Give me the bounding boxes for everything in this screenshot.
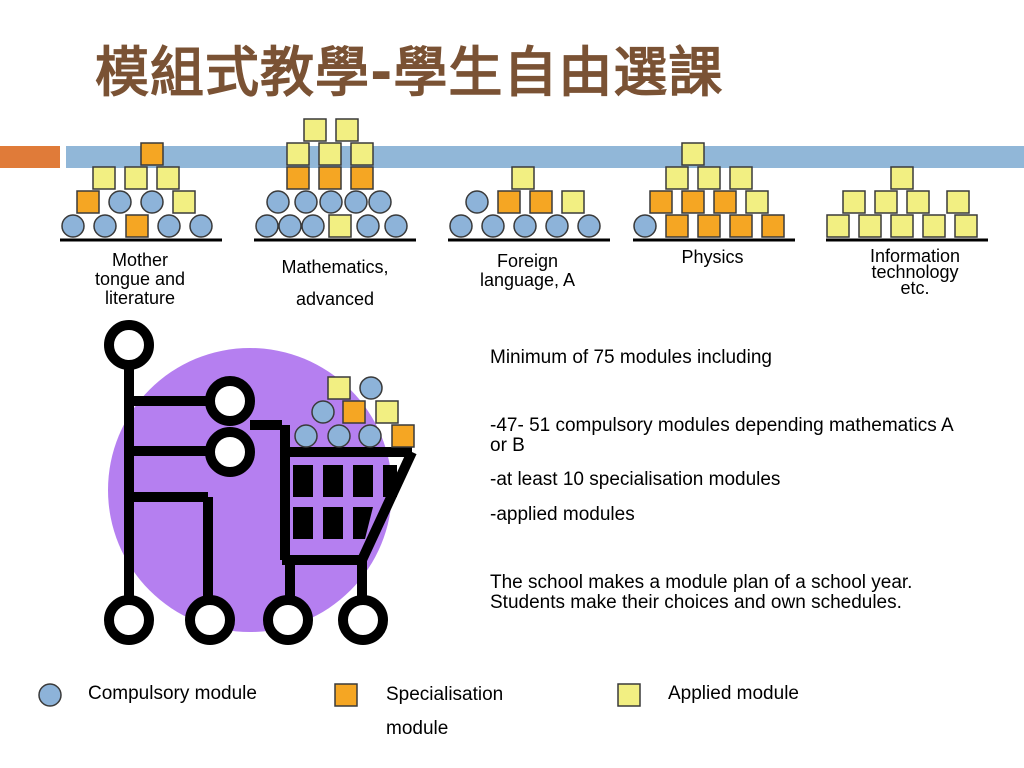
legend-applied-icon	[617, 683, 641, 707]
information-technology-applied-module	[954, 214, 978, 238]
physics-applied-module	[729, 166, 753, 190]
mother-tongue-compulsory-module	[157, 214, 181, 238]
mathematics-compulsory-module	[344, 190, 368, 214]
information-technology-applied-module	[890, 166, 914, 190]
mathematics-specialisation-module	[286, 166, 310, 190]
legend-compulsory-label: Compulsory module	[88, 683, 257, 704]
physics-specialisation-module	[729, 214, 753, 238]
foreign-language-specialisation-module	[529, 190, 553, 214]
foreign-language-specialisation-module	[497, 190, 521, 214]
physics-compulsory-module	[633, 214, 657, 238]
mathematics-applied-module	[350, 142, 374, 166]
cart-graphic	[104, 320, 417, 645]
cart-compulsory-module	[294, 424, 318, 448]
mathematics-compulsory-module	[301, 214, 325, 238]
foreign-language-compulsory-module	[545, 214, 569, 238]
mother-tongue-compulsory-module	[108, 190, 132, 214]
mother-tongue-compulsory-module	[140, 190, 164, 214]
info-applied: -applied modules	[490, 504, 635, 525]
physics-specialisation-module	[681, 190, 705, 214]
mathematics-compulsory-module	[384, 214, 408, 238]
mathematics-specialisation-module	[318, 166, 342, 190]
cart-specialisation-module	[342, 400, 366, 424]
mother-tongue-compulsory-module	[61, 214, 85, 238]
mathematics-compulsory-module	[319, 190, 343, 214]
physics-specialisation-module	[713, 190, 737, 214]
foreign-language-compulsory-module	[449, 214, 473, 238]
mathematics-compulsory-module	[356, 214, 380, 238]
legend-applied-label: Applied module	[668, 683, 799, 704]
cart-applied-module	[327, 376, 351, 400]
page-title: 模組式教學-學生自由選課	[95, 41, 724, 104]
physics-specialisation-module	[697, 214, 721, 238]
mathematics-compulsory-module	[266, 190, 290, 214]
mother-tongue-specialisation-module	[76, 190, 100, 214]
physics-applied-module	[697, 166, 721, 190]
info-specialisation: -at least 10 specialisation modules	[490, 469, 781, 490]
cart-compulsory-module	[358, 424, 382, 448]
info-plan: The school makes a module plan of a scho…	[490, 572, 913, 613]
information-technology-applied-module	[906, 190, 930, 214]
subject-stacks	[60, 118, 988, 242]
mathematics-applied-module	[335, 118, 359, 142]
cart-compulsory-module	[327, 424, 351, 448]
mother-tongue-applied-module	[156, 166, 180, 190]
mother-tongue-applied-module	[172, 190, 196, 214]
mathematics-specialisation-module	[350, 166, 374, 190]
mathematics-compulsory-module	[368, 190, 392, 214]
mathematics-applied-module	[318, 142, 342, 166]
mother-tongue-compulsory-module	[189, 214, 213, 238]
physics-applied-module	[681, 142, 705, 166]
cart-specialisation-module	[391, 424, 415, 448]
mathematics-applied-module	[303, 118, 327, 142]
information-technology-applied-module	[842, 190, 866, 214]
cart-compulsory-module	[359, 376, 383, 400]
legend-compulsory-icon	[38, 683, 62, 707]
subject-label-mathematics: Mathematics,advanced	[281, 257, 389, 309]
mathematics-compulsory-module	[255, 214, 279, 238]
mathematics-compulsory-module	[278, 214, 302, 238]
foreign-language-applied-module	[511, 166, 535, 190]
foreign-language-applied-module	[561, 190, 585, 214]
mathematics-applied-module	[286, 142, 310, 166]
mother-tongue-specialisation-module	[140, 142, 164, 166]
subject-label-physics: Physics	[681, 247, 744, 267]
foreign-language-compulsory-module	[577, 214, 601, 238]
physics-applied-module	[745, 190, 769, 214]
information-technology-applied-module	[890, 214, 914, 238]
info-compulsory: -47- 51 compulsory modules depending mat…	[490, 415, 953, 456]
cart-compulsory-module	[311, 400, 335, 424]
mother-tongue-applied-module	[92, 166, 116, 190]
information-technology-applied-module	[946, 190, 970, 214]
physics-specialisation-module	[649, 190, 673, 214]
mathematics-compulsory-module	[294, 190, 318, 214]
mathematics-applied-module	[328, 214, 352, 238]
foreign-language-compulsory-module	[513, 214, 537, 238]
accent-bar-orange	[0, 146, 60, 168]
physics-specialisation-module	[761, 214, 785, 238]
mother-tongue-compulsory-module	[93, 214, 117, 238]
foreign-language-compulsory-module	[465, 190, 489, 214]
information-technology-applied-module	[858, 214, 882, 238]
mother-tongue-applied-module	[124, 166, 148, 190]
information-technology-applied-module	[874, 190, 898, 214]
mother-tongue-specialisation-module	[125, 214, 149, 238]
information-technology-applied-module	[922, 214, 946, 238]
information-technology-applied-module	[826, 214, 850, 238]
physics-applied-module	[665, 166, 689, 190]
physics-specialisation-module	[665, 214, 689, 238]
info-minimum: Minimum of 75 modules including	[490, 347, 772, 368]
legend-specialisation-icon	[334, 683, 358, 707]
foreign-language-compulsory-module	[481, 214, 505, 238]
cart-applied-module	[375, 400, 399, 424]
